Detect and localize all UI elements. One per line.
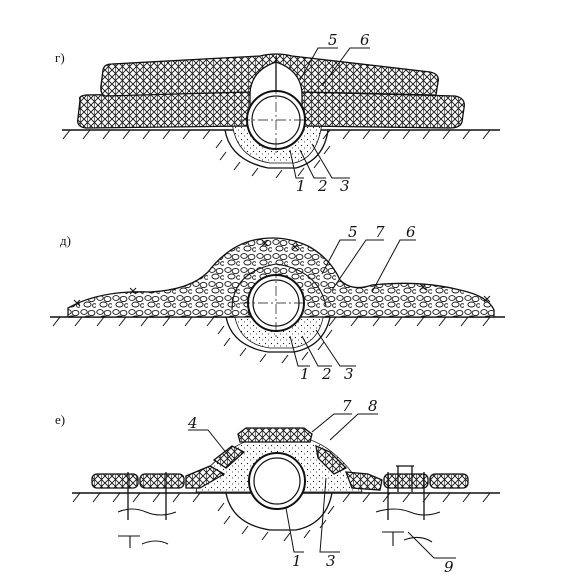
gabion-mattress-chain xyxy=(91,427,469,491)
label-4: 4 xyxy=(187,414,198,432)
label-2: 2 xyxy=(317,177,328,195)
label-5: 5 xyxy=(328,31,338,49)
section-g: г) 5 6 1 xyxy=(55,31,500,195)
leader-lines xyxy=(289,47,370,179)
section-letter: г) xyxy=(55,50,65,65)
trench-outline xyxy=(224,129,329,169)
label-9: 9 xyxy=(444,558,454,576)
label-7: 7 xyxy=(342,397,352,415)
gabion-upper-layer xyxy=(100,53,439,97)
leader-lines xyxy=(289,239,416,367)
label-3: 3 xyxy=(340,177,350,195)
section-e: е) xyxy=(55,397,500,576)
label-6: 6 xyxy=(360,31,370,49)
label-1: 1 xyxy=(296,177,306,195)
label-1: 1 xyxy=(292,552,302,570)
label-8: 8 xyxy=(368,397,378,415)
anchor-piles xyxy=(117,465,441,548)
label-6: 6 xyxy=(406,223,416,241)
label-5: 5 xyxy=(348,223,358,241)
label-7: 7 xyxy=(375,223,385,241)
label-2: 2 xyxy=(321,365,332,383)
label-3: 3 xyxy=(344,365,354,383)
pipe-section-d xyxy=(240,268,312,338)
pipe-section-e xyxy=(248,452,306,510)
label-3: 3 xyxy=(326,552,336,570)
gabion-lower-layer xyxy=(77,91,251,129)
label-1: 1 xyxy=(300,365,310,383)
leader-lines xyxy=(188,413,456,559)
section-letter: е) xyxy=(55,412,65,427)
section-d: д) 5 7 6 1 2 xyxy=(50,223,505,383)
pipe-section-g xyxy=(240,84,312,156)
section-letter: д) xyxy=(60,233,71,248)
